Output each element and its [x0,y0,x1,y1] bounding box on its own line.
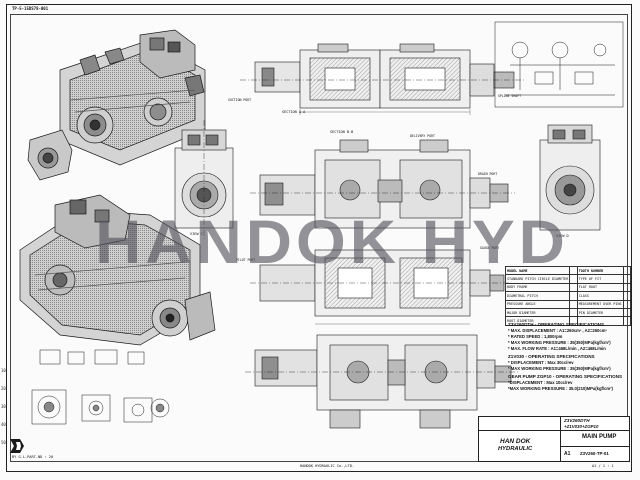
sheet-inner-border [10,14,628,462]
table-cell: BODY FRAME [504,282,571,293]
table-cell [622,265,632,276]
table-cell: MEASUREMENT OVER PINS [576,299,624,309]
ruler-mark-left: 30 [1,404,6,409]
spec-k3v-line: * RATED SPEED : 1,800rpm [508,334,563,339]
table-row: PRESSURE ANGLE MEASUREMENT OVER PINS [504,299,632,309]
title-block [478,416,630,462]
title-block-drawing-title: MAIN PUMP [582,434,617,440]
title-block-divider [560,446,630,447]
table-cell [622,299,632,309]
sheet-outer-border [6,4,632,472]
spec-k3v-title: Z3V260DTH - OPERATING SPECIFICATIONS [508,322,605,327]
title-block-sheet-size: A1 [564,451,571,457]
spec-gear-title: GEAR PUMP ZGP10 - OPERATING SPECIFICATIO… [508,374,623,379]
sheet-code: TP-5-15DS78-001 [12,6,49,11]
table-cell: PRESSURE ANGLE [504,299,571,309]
table-cell [569,265,578,276]
table-row: MAJOR DIAMETER PIN DIAMETER [504,307,632,318]
callout-delivery-port: DELIVERY PORT [410,134,435,138]
port-details [31,349,170,425]
callout-gauge-port: GAUGE PORT [480,246,500,250]
spec-k3v-line: * MAX. FLOW RATE : A1=468L/min , A2=468L… [508,346,606,351]
spec-k3v-line: * MAX WORKING PRESSURE : 35(350)MPa(kgf/… [508,340,611,345]
spec-z1-line: * MAX WORKING PRESSURE : 35(350)MPa(kgf/… [508,366,611,371]
spec-z1-line: * DISPLACEMENT : Max 30cc/rev [508,360,574,365]
watermark: HANDOK HYD [95,207,569,277]
spec-gear-line: *MAX WORKING PRESSURE : 35.0(210)MPa(kgf… [508,386,613,391]
company-name-top: HAN DOK [500,438,531,445]
table-cell: TOOTH NUMBER [576,265,624,276]
callout-section-b: SECTION B-B [330,130,354,134]
callout-view-c: VIEW C [190,232,203,236]
elevation-view-bottom [245,334,520,429]
title-block-model-2: +Z1V030+ZGP10 [564,424,599,429]
table-cell: FLAT ROOT [576,282,624,293]
company-name-bottom: HYDRAULIC [498,446,533,452]
spline-spec-table: MODEL NAME TOOTH NUMBER STANDARD PITCH C… [504,265,632,326]
spec-gear-line: *DISPLACEMENT : Max 10cc/rev [508,380,573,385]
table-cell [569,299,578,309]
title-block-drawing-no: Z3V260-TP-01 [580,451,609,456]
table-cell [622,316,632,326]
ruler-mark-left: 40 [1,422,6,427]
ruler-mark-left: 50 [1,440,6,445]
table-cell [569,282,578,293]
table-cell [622,307,632,318]
elevation-view-lower [250,249,510,325]
table-cell: CLASS [576,291,624,301]
company-logo [10,439,24,453]
bottom-right-ref: A1 / 1 : 1 [592,464,614,468]
front-view-left [174,120,234,240]
table-row: BODY FRAME FLAT ROOT [504,282,632,293]
table-cell: MODEL NAME [504,265,571,276]
table-cell: STANDARD PITCH CIRCLE DIAMETER [504,274,571,284]
bottom-left-note: BY G.L.PART.ND : 20 [12,455,54,459]
title-block-divider [560,416,561,462]
callout-pilot-port: PILOT PORT [236,258,256,262]
elevation-view-middle [250,139,515,229]
table-row: STANDARD PITCH CIRCLE DIAMETER TYPE OF F… [504,274,632,284]
callout-suction-port: SUCTION PORT [228,98,252,102]
spec-k3v-line: * MAX. DISPLACEMENT : A1=260cm³ , A2=260… [508,328,607,333]
isometric-view-top [27,29,206,181]
end-view-right [539,124,601,231]
table-row: MODEL NAME TOOTH NUMBER [504,265,632,276]
ruler-mark-left: 20 [1,386,6,391]
callout-drain-port: DRAIN PORT [478,172,498,176]
table-cell [622,282,632,293]
title-block-model: Z3V260DTH [564,418,590,423]
bottom-caption: HANDOK HYDRAULIC Co.,LTD. [300,464,355,468]
table-cell [569,307,578,318]
isometric-view-bottom [19,194,216,346]
spec-z1-title: Z1V030 - OPERATING SPECIFICATIONS [508,354,595,359]
callout-view-d: VIEW D [556,234,569,238]
table-cell [622,274,632,284]
callout-section-a: SECTION A-A [282,110,306,114]
table-cell: TYPE OF FIT [576,274,624,284]
table-cell [569,316,578,326]
title-block-divider [478,430,630,431]
table-row: DIAMETRAL PITCH CLASS [504,291,632,301]
section-view-top [240,43,525,115]
table-cell: PIN DIAMETER [576,307,624,318]
table-cell: DIAMETRAL PITCH [504,291,571,301]
hydraulic-schematic [494,21,624,108]
callout-spline-shaft: SPLINE SHAFT [498,94,522,98]
ruler-mark-left: 10 [1,368,6,373]
table-cell [622,291,632,301]
table-cell: MAJOR DIAMETER [504,307,571,318]
table-cell [569,291,578,301]
table-row: ROOT DIAMETER [504,316,632,326]
table-cell [569,274,578,284]
